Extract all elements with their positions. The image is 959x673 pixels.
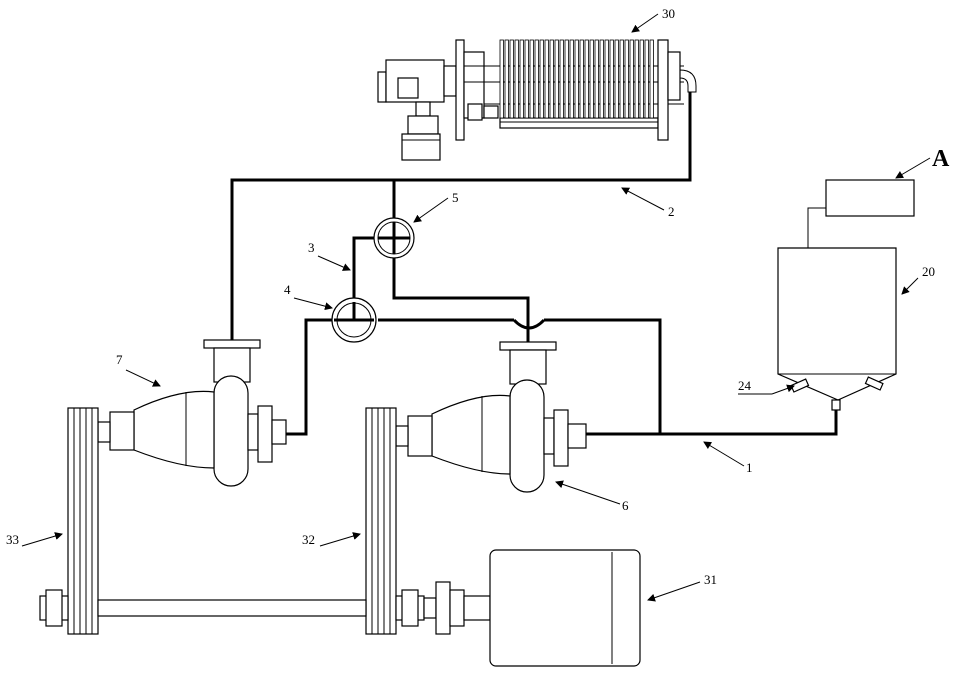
filter-plate (535, 40, 538, 118)
filter-press (378, 40, 696, 160)
filter-plate (540, 40, 543, 118)
pipe-to-pump7 (286, 320, 332, 434)
filter-plate (605, 40, 608, 118)
filter-plate (625, 40, 628, 118)
label-24: 24 (738, 378, 752, 393)
label-32: 32 (302, 532, 315, 547)
filter-plate (570, 40, 573, 118)
belt-33 (68, 408, 98, 634)
label-1: 1 (746, 460, 753, 475)
label-5: 5 (452, 190, 459, 205)
leader-3 (318, 256, 350, 270)
filter-plate (550, 40, 553, 118)
label-33: 33 (6, 532, 19, 547)
filter-plate (510, 40, 513, 118)
filter-plate (560, 40, 563, 118)
filter-plate (645, 40, 648, 118)
leader-6 (556, 482, 620, 504)
leader-1 (704, 442, 744, 466)
filter-plate (585, 40, 588, 118)
filter-plate (600, 40, 603, 118)
filter-plate (500, 40, 503, 118)
filter-plate (650, 40, 653, 118)
label-3: 3 (308, 240, 315, 255)
filter-plate (520, 40, 523, 118)
filter-plate (620, 40, 623, 118)
leader-7 (126, 370, 160, 386)
pipe-3 (354, 238, 374, 298)
filter-plate (635, 40, 638, 118)
filter-plate (640, 40, 643, 118)
leader-2 (622, 188, 664, 210)
filter-plate (610, 40, 613, 118)
leader-31 (648, 582, 700, 600)
leader-4 (294, 298, 332, 308)
filter-plate (595, 40, 598, 118)
belt-32 (366, 408, 396, 634)
leader-20 (902, 278, 918, 294)
filter-plate (525, 40, 528, 118)
drive-shaft (40, 582, 490, 634)
pipe-1 (586, 410, 836, 434)
valve-5 (374, 218, 414, 258)
label-6: 6 (622, 498, 629, 513)
label-31: 31 (704, 572, 717, 587)
label-2: 2 (668, 204, 675, 219)
filter-plate (590, 40, 593, 118)
filter-plate (580, 40, 583, 118)
motor-31 (490, 550, 640, 666)
slurry-tank (778, 248, 896, 410)
filter-plate (515, 40, 518, 118)
filter-plate (575, 40, 578, 118)
leader-30 (632, 14, 658, 32)
controller-wire (808, 208, 826, 248)
leader-33 (22, 534, 62, 546)
filter-plates (500, 40, 653, 118)
label-30: 30 (662, 6, 675, 21)
filter-plate (615, 40, 618, 118)
filter-plate (630, 40, 633, 118)
filter-plate (505, 40, 508, 118)
filter-plate (555, 40, 558, 118)
filter-plate (545, 40, 548, 118)
label-4: 4 (284, 282, 291, 297)
pump-7 (98, 340, 286, 486)
leader-32 (320, 534, 360, 546)
filter-plate (565, 40, 568, 118)
valve-4 (332, 298, 376, 342)
label-7: 7 (116, 352, 123, 367)
leader-5 (414, 198, 448, 222)
leader-A (896, 158, 930, 178)
controller-box (826, 180, 914, 216)
label-A: A (932, 146, 950, 172)
filter-plate (530, 40, 533, 118)
label-20: 20 (922, 264, 935, 279)
pump-6 (396, 342, 586, 492)
